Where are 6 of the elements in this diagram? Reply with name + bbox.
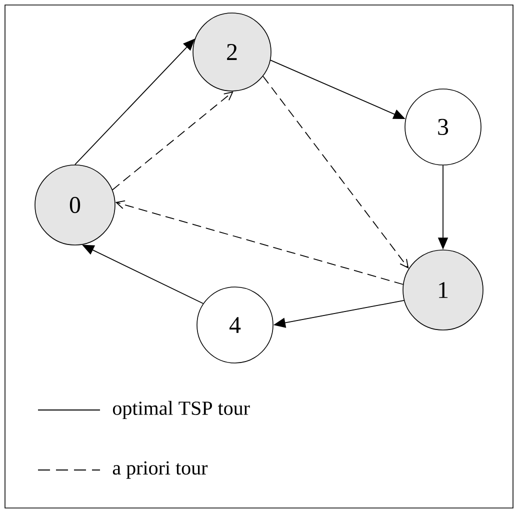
legend-text: optimal TSP tour	[112, 400, 250, 420]
arrow	[115, 200, 404, 285]
arrow	[74, 38, 195, 166]
legend-text: a priori tour	[112, 461, 208, 479]
arrow	[112, 91, 234, 190]
arrow	[262, 76, 409, 269]
